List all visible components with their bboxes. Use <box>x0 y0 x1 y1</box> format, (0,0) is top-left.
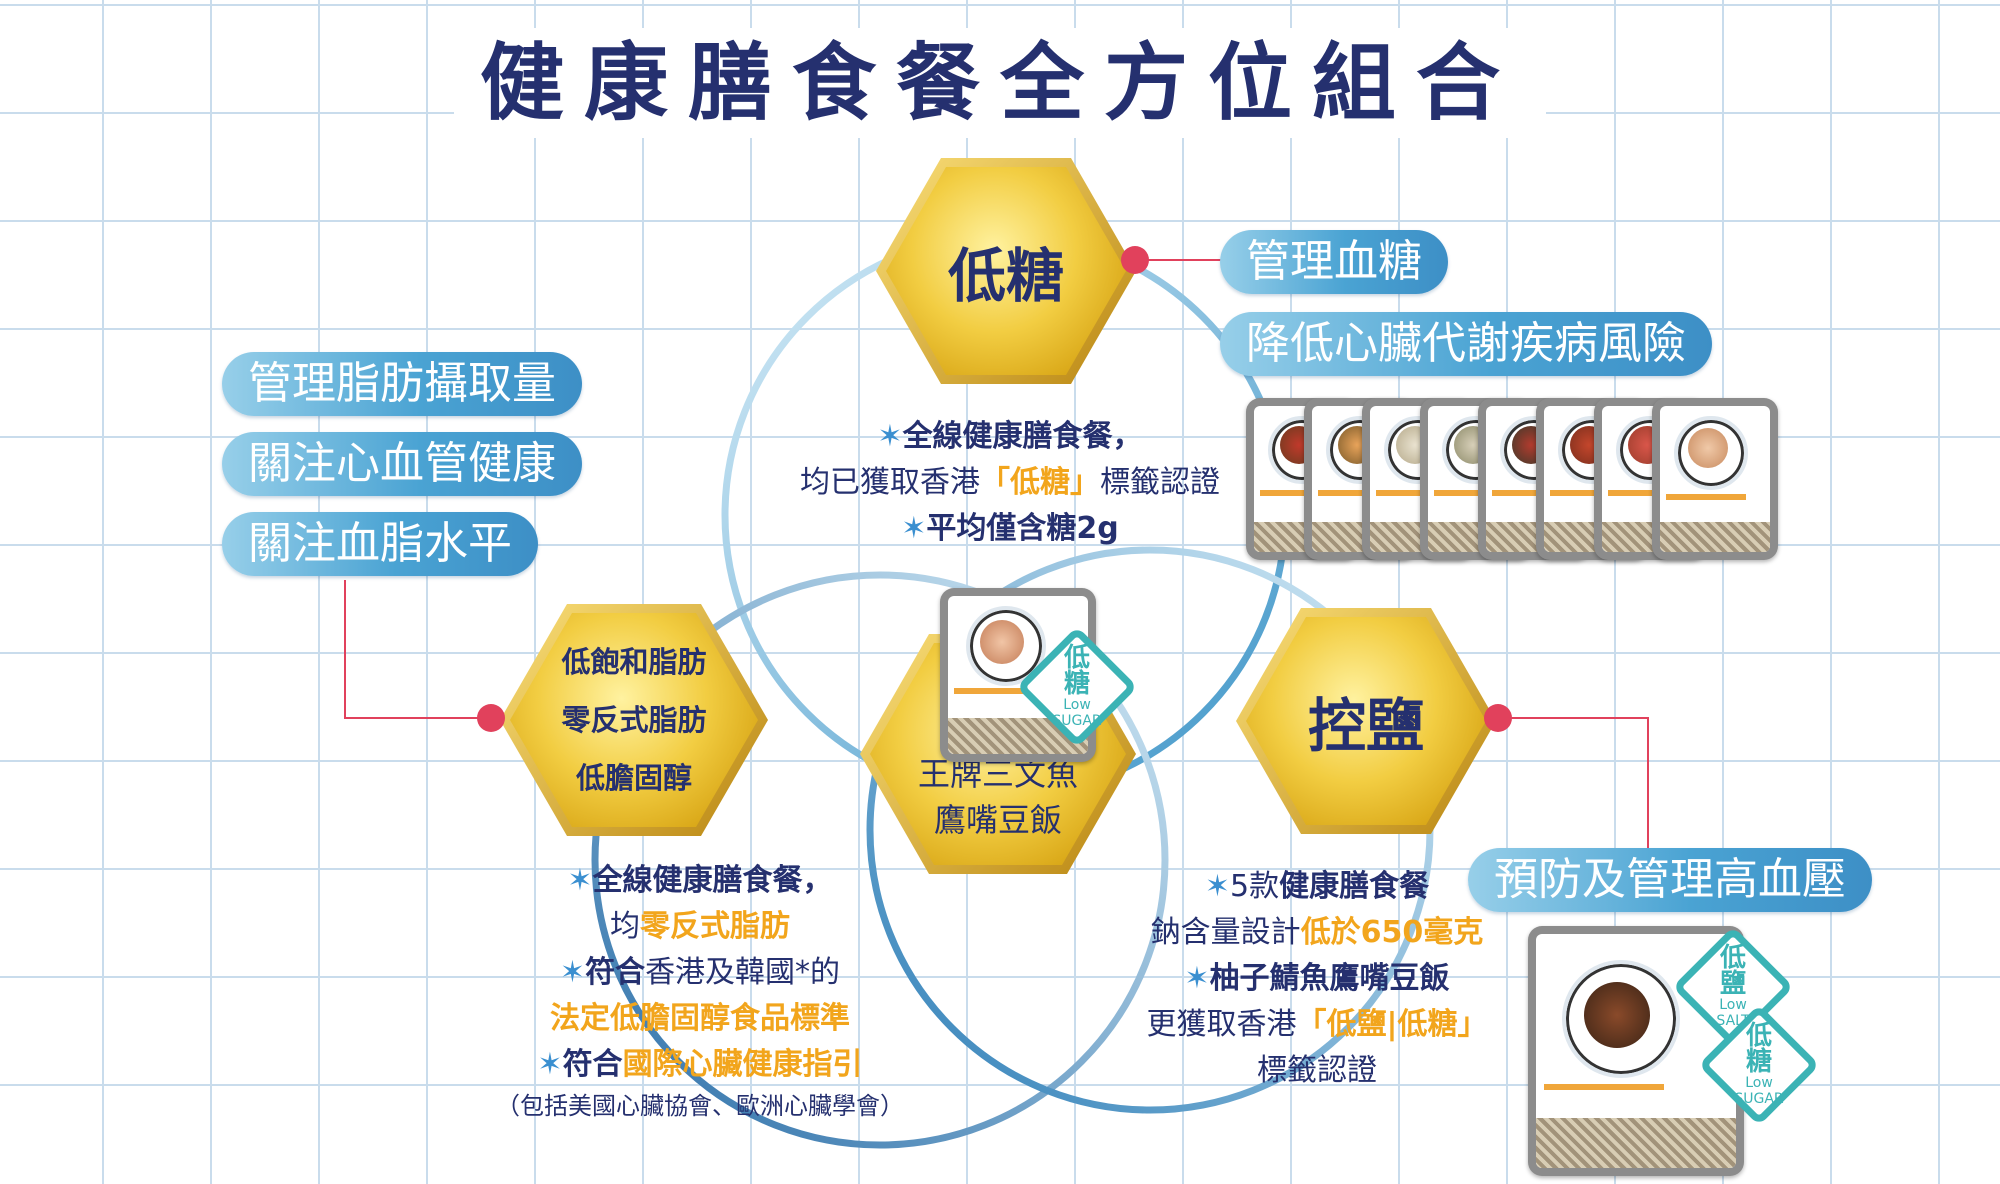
salt-text-block: ✶5款健康膳食餐 鈉含量設計低於650毫克 ✶柚子鯖魚鷹嘴豆飯 更獲取香港「低鹽… <box>1112 864 1522 1094</box>
mackerel-rice-product-image <box>1528 926 1744 1176</box>
hex-low-sugar-label: 低糖 <box>947 242 1064 310</box>
hex-control-salt: 控鹽 <box>1246 617 1486 825</box>
fat-ring <box>591 571 1169 1149</box>
sugar-text-block: ✶全線健康膳食餐， 均已獲取香港「低糖」標籤認證 ✶平均僅含糖2g <box>760 414 1260 552</box>
fat-line-5: ✶符合國際心臟健康指引 <box>537 1047 863 1082</box>
sugar-line-1: ✶全線健康膳食餐， <box>877 419 1143 454</box>
salt-line-4: 更獲取香港「低鹽|低糖」 <box>1146 1007 1488 1042</box>
fat-line-4: 法定低膽固醇食品標準 <box>550 1001 850 1036</box>
pill-reduce-cardiometabolic-risk: 降低心臟代謝疾病風險 <box>1220 312 1712 376</box>
sugar-line-2: 均已獲取香港「低糖」標籤認證 <box>800 465 1220 500</box>
hex-fat-line1: 低飽和脂肪 <box>561 645 707 679</box>
pill-cardiovascular-health: 關注心血管健康 <box>222 432 582 496</box>
salt-connector <box>1500 717 1649 850</box>
fat-line-1: ✶全線健康膳食餐， <box>567 863 833 898</box>
hex-fat-line2: 零反式脂肪 <box>561 703 707 737</box>
page-title: 健康膳食餐全方位組合 <box>453 28 1546 138</box>
product-row-image <box>1246 398 1778 560</box>
fat-connector-dot <box>477 704 505 732</box>
sugar-line-3: ✶平均僅含糖2g <box>901 511 1119 546</box>
pill-manage-fat-intake: 管理脂肪攝取量 <box>222 352 582 416</box>
fat-connector <box>344 580 490 719</box>
meal-tray-image <box>1652 398 1778 560</box>
hex-control-salt-label: 控鹽 <box>1307 692 1424 760</box>
salt-line-1: ✶5款健康膳食餐 <box>1204 869 1430 904</box>
sugar-connector-dot <box>1121 246 1149 274</box>
hex-center-line2: 鷹嘴豆飯 <box>933 801 1062 839</box>
salt-line-3: ✶柚子鯖魚鷹嘴豆飯 <box>1184 961 1450 996</box>
fat-line-2: 均零反式脂肪 <box>610 909 790 944</box>
fat-line-6: （包括美國心臟協會、歐洲心臟學會） <box>496 1092 904 1120</box>
salt-line-2: 鈉含量設計低於650毫克 <box>1150 915 1484 950</box>
pill-blood-lipid: 關注血脂水平 <box>222 512 538 576</box>
fat-text-block: ✶全線健康膳食餐， 均零反式脂肪 ✶符合香港及韓國*的 法定低膽固醇食品標準 ✶… <box>490 858 910 1124</box>
pill-manage-blood-sugar: 管理血糖 <box>1220 230 1448 294</box>
salt-connector-dot <box>1484 704 1512 732</box>
title-banner: 健康膳食餐全方位組合 <box>0 28 2000 138</box>
fat-line-3: ✶符合香港及韓國*的 <box>559 955 841 990</box>
hex-fat-line3: 低膽固醇 <box>575 761 692 795</box>
pill-prevent-hypertension: 預防及管理高血壓 <box>1468 848 1872 912</box>
salt-line-5: 標籤認證 <box>1257 1053 1377 1088</box>
